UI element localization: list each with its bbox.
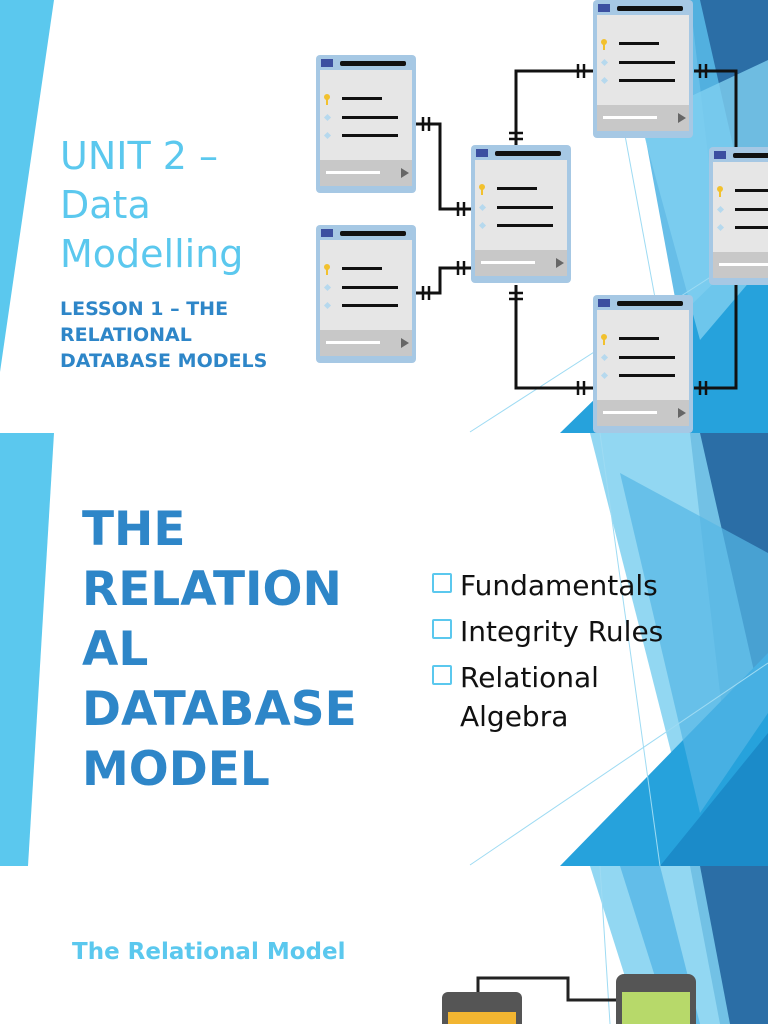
slide-2 [0, 433, 768, 866]
checkbox-icon [432, 665, 452, 685]
slide-1: UNIT 2 – Data Modelling LESSON 1 – THE R… [0, 0, 768, 433]
list-item: Integrity Rules [432, 612, 722, 651]
checkbox-icon [432, 619, 452, 639]
list-item: Relational Algebra [432, 658, 722, 736]
slide-2-decoration [0, 433, 768, 866]
relational-model-heading: The Relational Model [72, 939, 346, 965]
slide-3: The Relational Model [0, 866, 768, 1024]
lesson-subtitle: LESSON 1 – THE RELATIONAL DATABASE MODEL… [60, 298, 268, 372]
unit-title: UNIT 2 – Data Modelling [60, 134, 244, 276]
relational-model-title: THE RELATION AL DATABASE MODEL [82, 502, 357, 797]
topic-list: Fundamentals Integrity Rules Relational … [432, 566, 722, 743]
list-item-label: Fundamentals [460, 569, 658, 602]
list-item-label: Relational Algebra [460, 661, 599, 733]
list-item-label: Integrity Rules [460, 615, 664, 648]
checkbox-icon [432, 573, 452, 593]
device-connection-icon [442, 974, 696, 1024]
er-diagram-tables-icon [316, 0, 768, 433]
list-item: Fundamentals [432, 566, 722, 605]
